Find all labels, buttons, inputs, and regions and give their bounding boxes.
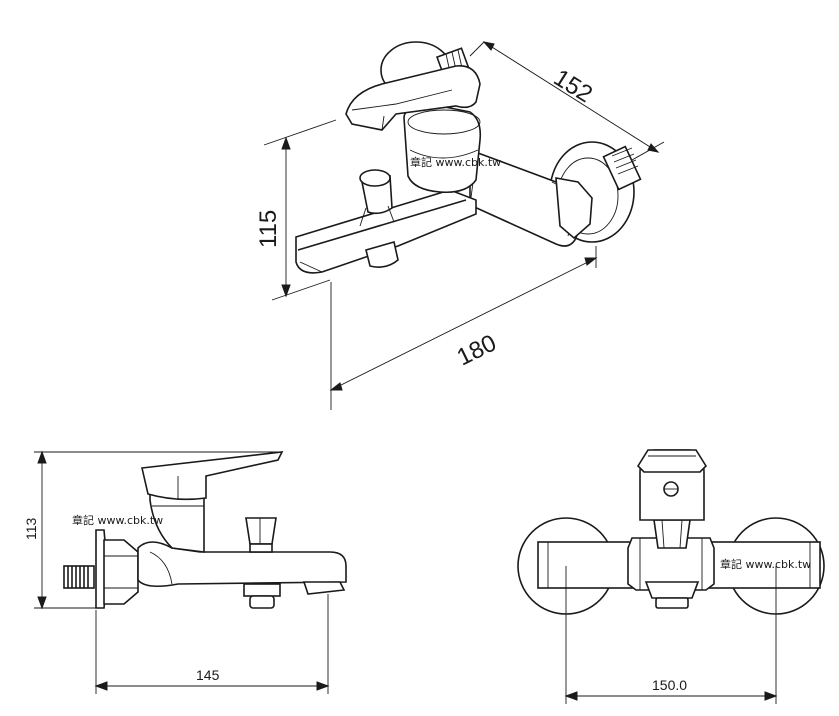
iso-cartridge-body xyxy=(403,103,482,194)
dim-side-height-label: 113 xyxy=(23,517,39,540)
side-bottom-outlet xyxy=(243,583,281,609)
iso-right-connector xyxy=(602,145,642,191)
side-diverter-knob xyxy=(245,517,277,553)
front-lever-handle xyxy=(636,449,708,473)
dim-iso-height-label: 115 xyxy=(255,210,282,248)
iso-right-nut xyxy=(555,177,593,240)
iso-lever-handle xyxy=(345,65,481,131)
side-spout-outlet xyxy=(302,581,346,595)
dim-iso-depth: 152 xyxy=(469,41,665,161)
dim-side-height: 113 xyxy=(23,450,282,610)
side-main-body xyxy=(137,541,347,588)
side-watermark: 章記 www.cbk.tw xyxy=(72,513,163,527)
isometric-view: 章記 www.cbk.tw 152 115 180 xyxy=(255,41,665,410)
side-view: 章記 www.cbk.tw 113 145 xyxy=(23,450,347,694)
iso-diverter-knob xyxy=(359,169,395,227)
side-threaded-inlet xyxy=(63,565,95,589)
iso-spout-outlet xyxy=(365,240,399,268)
dim-side-length: 145 xyxy=(94,594,330,694)
front-watermark: 章記 www.cbk.tw xyxy=(720,557,811,571)
dim-iso-depth-label: 152 xyxy=(549,64,597,108)
front-bottom-outlet xyxy=(644,581,700,609)
dim-iso-length-label: 180 xyxy=(453,330,501,372)
iso-watermark: 章記 www.cbk.tw xyxy=(410,155,501,169)
side-lever-handle xyxy=(141,451,284,501)
front-diverter-knob xyxy=(653,519,691,549)
dim-front-width: 150.0 xyxy=(564,566,778,704)
dim-front-width-label: 150.0 xyxy=(652,677,687,693)
dim-side-length-label: 145 xyxy=(196,667,220,683)
dim-iso-length: 180 xyxy=(329,246,598,410)
front-view: 章記 www.cbk.tw 150.0 xyxy=(517,449,825,704)
side-hex-nut xyxy=(103,539,139,605)
side-cartridge-body xyxy=(149,491,205,553)
dim-iso-height: 115 xyxy=(255,119,337,301)
front-center-nut xyxy=(627,537,715,591)
